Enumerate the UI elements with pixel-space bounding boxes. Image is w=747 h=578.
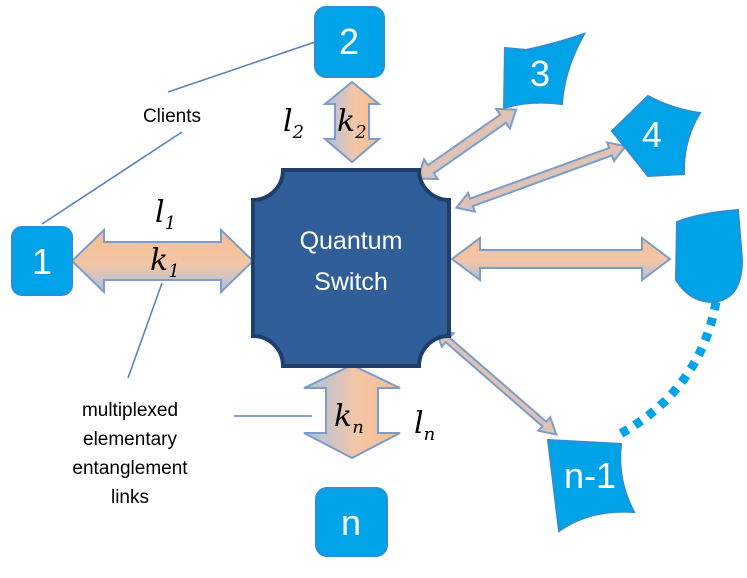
math-kn: kn: [334, 399, 364, 438]
client-node-5[interactable]: [674, 208, 744, 304]
ellipsis-dots: [617, 301, 721, 438]
switch-label-line1: Quantum: [300, 227, 403, 255]
client-label-4: 4: [642, 114, 662, 155]
client-label-1: 1: [32, 241, 52, 282]
multiplexed-label-line1: multiplexed: [82, 400, 178, 421]
leader-clients-to-2: [167, 41, 316, 93]
client-node-n[interactable]: n: [315, 487, 388, 557]
multiplexed-label-line2: elementary: [83, 429, 177, 450]
link-arrow-2: [322, 80, 382, 164]
client-label-3: 3: [530, 53, 550, 94]
client-label-n-minus-1: n-1: [564, 455, 616, 496]
leader-clients-to-1: [41, 131, 183, 225]
client-label-n: n: [341, 502, 361, 543]
client-node-n-minus-1[interactable]: n-1: [546, 438, 636, 533]
clients-label: Clients: [143, 106, 201, 127]
link-arrow-n: [303, 363, 401, 460]
quantum-switch-node[interactable]: [251, 168, 451, 368]
link-arrow-3: [416, 107, 518, 181]
leader-links-to-k1: [127, 282, 163, 379]
multiplexed-label-line4: links: [111, 487, 149, 508]
math-l2: l2: [283, 104, 304, 143]
math-l1: l1: [155, 195, 176, 234]
math-k1: k1: [150, 243, 180, 282]
client-node-2[interactable]: 2: [314, 6, 385, 78]
math-k2: k2: [337, 104, 367, 143]
client-node-3[interactable]: 3: [502, 32, 587, 110]
client-node-4[interactable]: 4: [610, 94, 702, 178]
math-ln: ln: [414, 406, 435, 445]
client-node-1[interactable]: 1: [11, 226, 73, 296]
switch-label-line2: Switch: [314, 268, 388, 296]
link-arrow-5: [450, 236, 672, 282]
client-label-2: 2: [339, 21, 359, 62]
multiplexed-label-line3: entanglement: [72, 458, 188, 479]
link-arrow-n-minus-1: [434, 328, 558, 436]
link-arrow-4: [454, 140, 628, 214]
